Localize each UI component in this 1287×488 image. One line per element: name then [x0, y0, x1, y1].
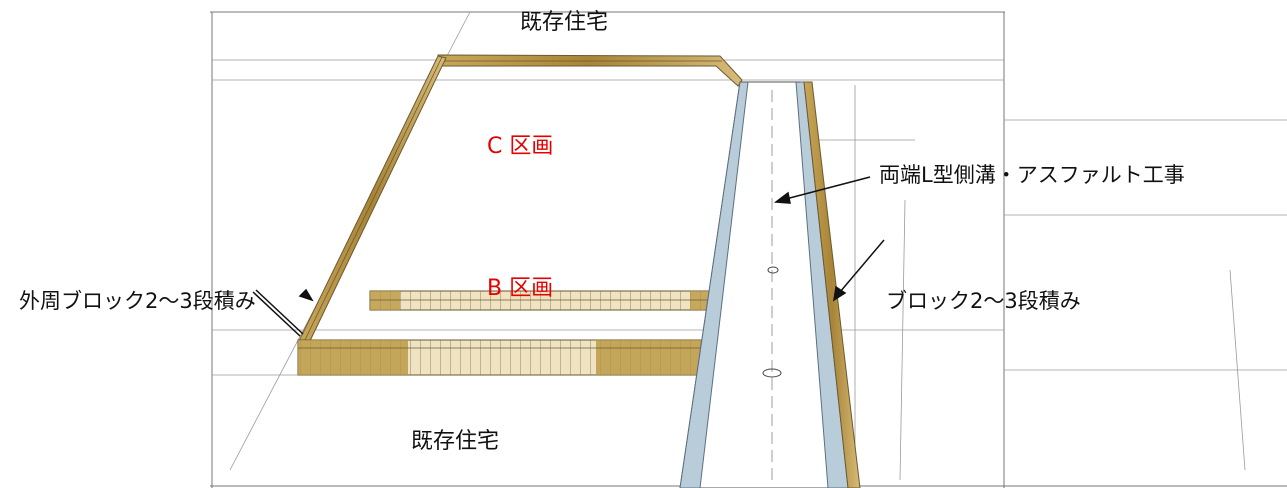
callout-right-block: ブロック2～3段積み: [886, 289, 1081, 313]
callout-arrows: [252, 176, 885, 337]
callout-outer-block: 外周ブロック2～3段積み: [19, 289, 256, 313]
label-section-c: C 区画: [487, 134, 554, 159]
label-section-b: B 区画: [487, 276, 554, 301]
label-existing-house-top: 既存住宅: [520, 10, 609, 35]
label-existing-house-bottom: 既存住宅: [411, 429, 500, 454]
block-wall-bottom: [297, 339, 707, 376]
block-wall-top: [437, 54, 743, 87]
road-asphalt: [679, 81, 861, 488]
callout-road-gutter: 両端L型側溝・アスファルト工事: [879, 163, 1185, 187]
